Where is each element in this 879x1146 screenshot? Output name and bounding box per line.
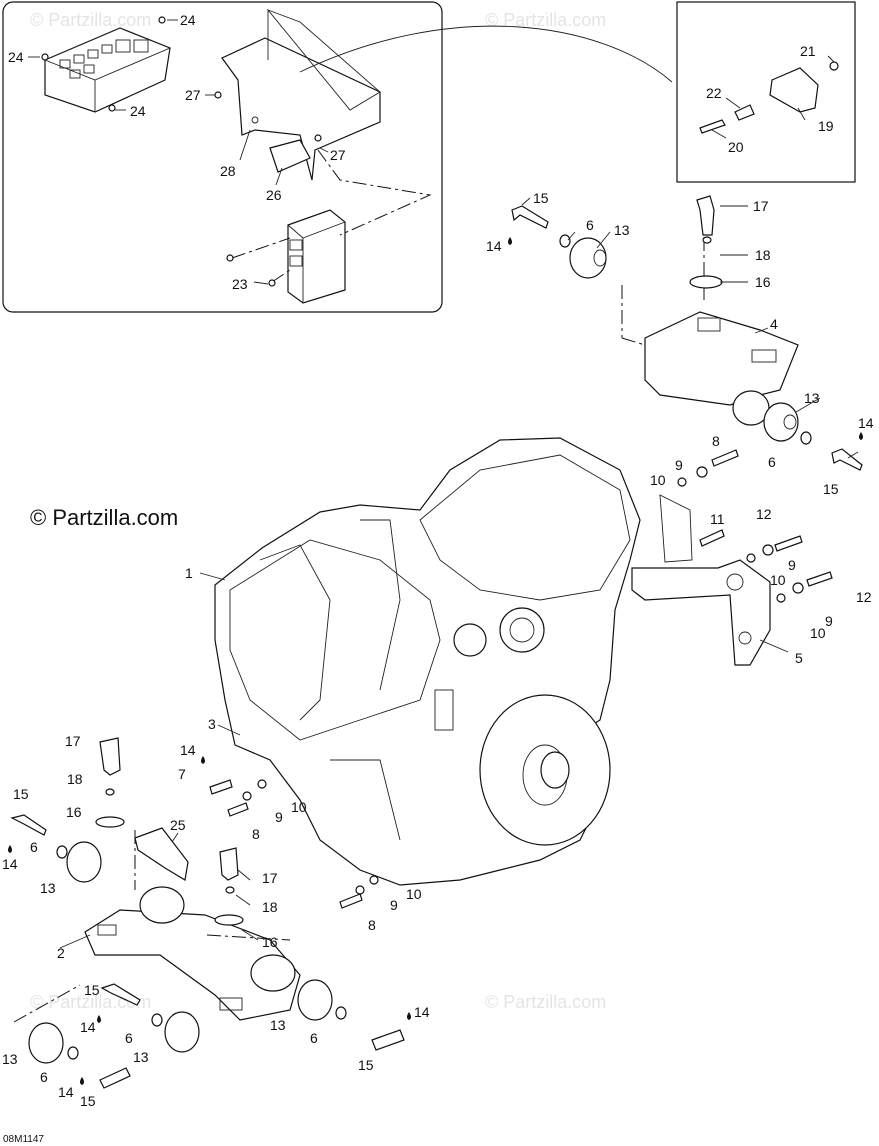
callout-label: 17 bbox=[753, 198, 769, 214]
mount-bracket-4 bbox=[621, 212, 799, 426]
oil-drop-icons bbox=[8, 237, 863, 1085]
callout-label: 14 bbox=[486, 238, 502, 254]
watermark-text: © Partzilla.com bbox=[485, 10, 606, 30]
mount-bracket-5 bbox=[631, 494, 771, 666]
oil-drop-icon bbox=[97, 1015, 101, 1023]
callout-label: 15 bbox=[84, 982, 100, 998]
bolts-lower bbox=[10, 779, 405, 1089]
callout-label: 14 bbox=[80, 1019, 96, 1035]
oil-drop-icon bbox=[80, 1077, 84, 1085]
engine-assembly bbox=[214, 437, 641, 886]
oil-drop-icon bbox=[201, 756, 205, 764]
callout-label: 14 bbox=[414, 1004, 430, 1020]
callout-label: 14 bbox=[858, 415, 874, 431]
callout-label: 14 bbox=[58, 1084, 74, 1100]
leader-lines bbox=[28, 19, 859, 949]
callout-label: 13 bbox=[270, 1017, 286, 1033]
callout-label: 16 bbox=[755, 274, 771, 290]
callout-label: 18 bbox=[262, 899, 278, 915]
callout-label: 8 bbox=[252, 826, 260, 842]
watermark-text: © Partzilla.com bbox=[485, 992, 606, 1012]
callout-label: 10 bbox=[291, 799, 307, 815]
oil-drop-icon bbox=[859, 432, 863, 440]
rubber-mounts-lower bbox=[28, 737, 347, 1064]
callout-label: 16 bbox=[262, 934, 278, 950]
callout-label: 2 bbox=[57, 945, 65, 961]
callout-label: 26 bbox=[266, 187, 282, 203]
callout-label: 10 bbox=[406, 886, 422, 902]
oil-drop-icon bbox=[407, 1012, 411, 1020]
callout-label: 15 bbox=[13, 786, 29, 802]
callout-label: 15 bbox=[80, 1093, 96, 1109]
copyright-text: © Partzilla.com bbox=[30, 505, 178, 530]
oil-drop-icon bbox=[508, 237, 512, 245]
callout-label: 12 bbox=[856, 589, 872, 605]
callout-label: 28 bbox=[220, 163, 236, 179]
callout-label: 6 bbox=[310, 1030, 318, 1046]
callout-label: 20 bbox=[728, 139, 744, 155]
callout-label: 22 bbox=[706, 85, 722, 101]
callout-label: 10 bbox=[810, 625, 826, 641]
callout-label: 9 bbox=[675, 457, 683, 473]
watermark-text: © Partzilla.com bbox=[30, 10, 151, 30]
callout-label: 12 bbox=[756, 506, 772, 522]
inset-electrical-box bbox=[2, 1, 443, 313]
bracket bbox=[221, 8, 381, 181]
callout-label: 24 bbox=[180, 12, 196, 28]
callout-label: 15 bbox=[358, 1057, 374, 1073]
callout-label: 18 bbox=[67, 771, 83, 787]
fuse-box bbox=[43, 27, 172, 113]
oil-drop-icon bbox=[8, 845, 12, 853]
callout-label: 1 bbox=[185, 565, 193, 581]
callout-label: 10 bbox=[770, 572, 786, 588]
control-module bbox=[287, 209, 346, 304]
callout-label: 6 bbox=[768, 454, 776, 470]
callout-label: 9 bbox=[825, 613, 833, 629]
callout-label: 6 bbox=[125, 1030, 133, 1046]
callout-label: 7 bbox=[178, 766, 186, 782]
callout-label: 13 bbox=[614, 222, 630, 238]
callout-label: 10 bbox=[650, 472, 666, 488]
callout-label: 13 bbox=[40, 880, 56, 896]
callout-label: 27 bbox=[330, 147, 346, 163]
callout-label: 25 bbox=[170, 817, 186, 833]
bolts-upper bbox=[511, 205, 863, 603]
callout-label: 21 bbox=[800, 43, 816, 59]
callout-label: 17 bbox=[65, 733, 81, 749]
callout-label: 6 bbox=[586, 217, 594, 233]
callout-label: 4 bbox=[770, 316, 778, 332]
callout-label: 23 bbox=[232, 276, 248, 292]
callout-label: 16 bbox=[66, 804, 82, 820]
callout-label: 9 bbox=[390, 897, 398, 913]
callout-label: 19 bbox=[818, 118, 834, 134]
dash-lines-lower bbox=[13, 830, 291, 1023]
callout-label: 14 bbox=[2, 856, 18, 872]
callout-label: 8 bbox=[712, 433, 720, 449]
callout-label: 27 bbox=[185, 87, 201, 103]
callout-label: 8 bbox=[368, 917, 376, 933]
callout-label: 17 bbox=[262, 870, 278, 886]
inset-sensor-bracket bbox=[299, 1, 856, 183]
callout-label: 15 bbox=[823, 481, 839, 497]
callout-label: 24 bbox=[130, 103, 146, 119]
callout-label: 14 bbox=[180, 742, 196, 758]
callout-label: 13 bbox=[133, 1049, 149, 1065]
callout-label: 24 bbox=[8, 49, 24, 65]
drawing-code: 08M1147 bbox=[3, 1134, 44, 1145]
mount-cradle-2 bbox=[84, 827, 301, 1021]
callout-labels: 24 24 24 27 27 28 26 23 21 22 19 20 15 1… bbox=[2, 12, 874, 1109]
callout-label: 6 bbox=[30, 839, 38, 855]
callout-label: 9 bbox=[275, 809, 283, 825]
callout-label: 9 bbox=[788, 557, 796, 573]
callout-label: 11 bbox=[710, 511, 725, 527]
callout-label: 5 bbox=[795, 650, 803, 666]
callout-label: 13 bbox=[2, 1051, 18, 1067]
callout-label: 15 bbox=[533, 190, 549, 206]
callout-label: 6 bbox=[40, 1069, 48, 1085]
callout-label: 3 bbox=[208, 716, 216, 732]
callout-label: 13 bbox=[804, 390, 820, 406]
callout-label: 18 bbox=[755, 247, 771, 263]
